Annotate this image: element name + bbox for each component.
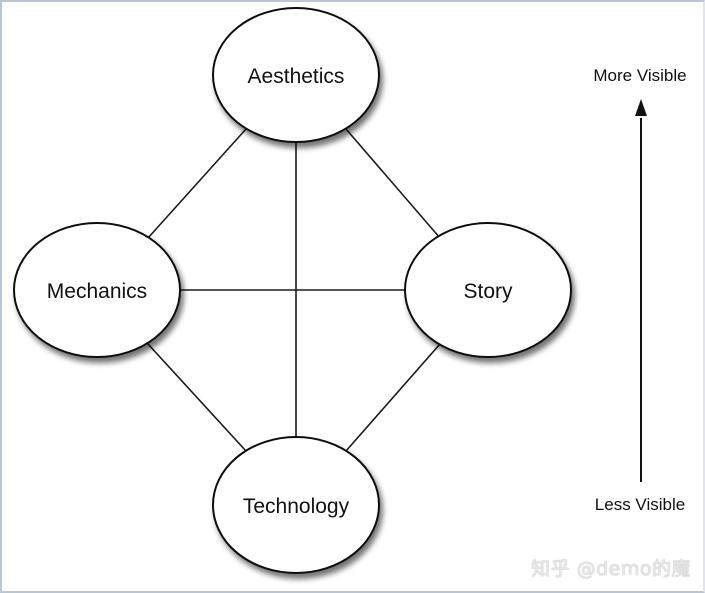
node-aesthetics: Aesthetics (212, 7, 380, 143)
watermark: 知乎 @demo的魔 (531, 558, 691, 580)
edge-aesthetics-story (345, 128, 441, 239)
visibility-axis: More Visible Less Visible (593, 66, 686, 514)
more-visible-label: More Visible (593, 66, 686, 85)
node-label-aesthetics: Aesthetics (248, 65, 345, 88)
node-label-story: Story (463, 280, 513, 303)
edge-mechanics-technology (147, 343, 247, 452)
node-story: Story (404, 222, 572, 358)
less-visible-label: Less Visible (595, 495, 685, 514)
edge-story-technology (345, 343, 441, 452)
node-label-technology: Technology (243, 495, 350, 518)
node-technology: Technology (212, 436, 380, 574)
node-label-mechanics: Mechanics (47, 280, 147, 303)
edge-aesthetics-mechanics (147, 128, 247, 239)
node-mechanics: Mechanics (13, 222, 181, 358)
arrow-up-icon (635, 99, 647, 116)
